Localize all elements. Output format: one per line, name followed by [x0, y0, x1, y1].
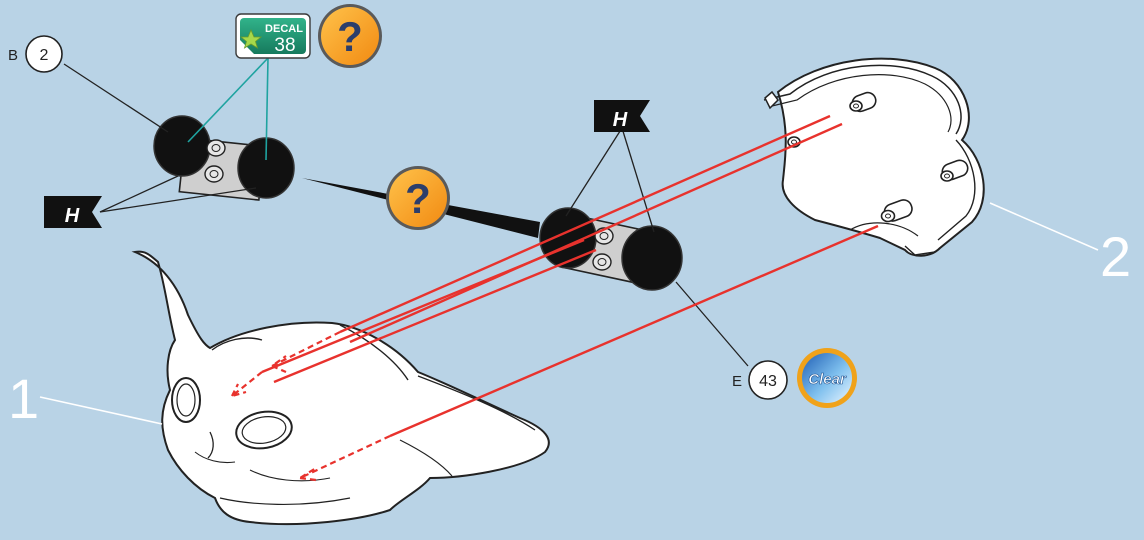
callout-e-leader: [675, 281, 749, 367]
step-number-1: 1: [8, 367, 39, 430]
black-eye-disc: [621, 225, 683, 291]
connector-peg: [204, 165, 224, 183]
callout-e-number: 43: [759, 373, 777, 390]
decal-badge: DECAL 38: [235, 13, 311, 59]
callout-b-number: 2: [40, 47, 49, 64]
flag-h-left: H: [44, 196, 102, 228]
eye-assembly-top: [153, 115, 295, 201]
decal-leader: [265, 57, 269, 161]
decal-label: DECAL: [265, 23, 303, 35]
black-eye-disc: [153, 115, 211, 177]
callout-e-letter: E: [732, 373, 742, 390]
callout-e: E 43: [732, 360, 788, 400]
flag-h-middle: H: [594, 100, 650, 132]
question-mark-icon: ?: [405, 175, 431, 222]
shell-peg: [849, 91, 877, 113]
flag-h-leader: [99, 175, 179, 213]
connector-peg: [206, 139, 226, 157]
callout-b-circle: [25, 35, 63, 73]
question-mark-icon: ?: [337, 13, 363, 60]
flag-h-leader: [565, 127, 623, 217]
step-2-leader-line: [989, 202, 1099, 251]
help-badge-middle: ?: [386, 166, 450, 230]
callout-b-letter: B: [8, 47, 18, 64]
flag-h-label: H: [65, 205, 80, 227]
decal-leader: [187, 57, 269, 143]
decal-star-icon: [239, 28, 263, 49]
callout-b-leader: [63, 63, 169, 133]
decal-number: 38: [274, 35, 295, 56]
callout-e-circle: [748, 360, 788, 400]
clear-badge-label: Clear: [808, 371, 847, 388]
shell-peg: [880, 199, 913, 223]
callout-b: B 2: [8, 35, 63, 73]
red-guide-lines: [231, 114, 879, 482]
clear-badge: Clear: [797, 348, 857, 408]
flag-h-label: H: [613, 109, 628, 131]
head-back-shell-part: [763, 57, 985, 257]
head-face-part: [131, 250, 550, 526]
step-1-leader-line: [39, 396, 163, 425]
flag-h-leader: [99, 187, 257, 213]
connector-peg: [592, 253, 612, 271]
shell-peg: [940, 159, 969, 182]
step-number-2: 2: [1100, 225, 1131, 288]
flag-h-leader: [621, 127, 655, 233]
help-badge-top: ?: [318, 4, 382, 68]
